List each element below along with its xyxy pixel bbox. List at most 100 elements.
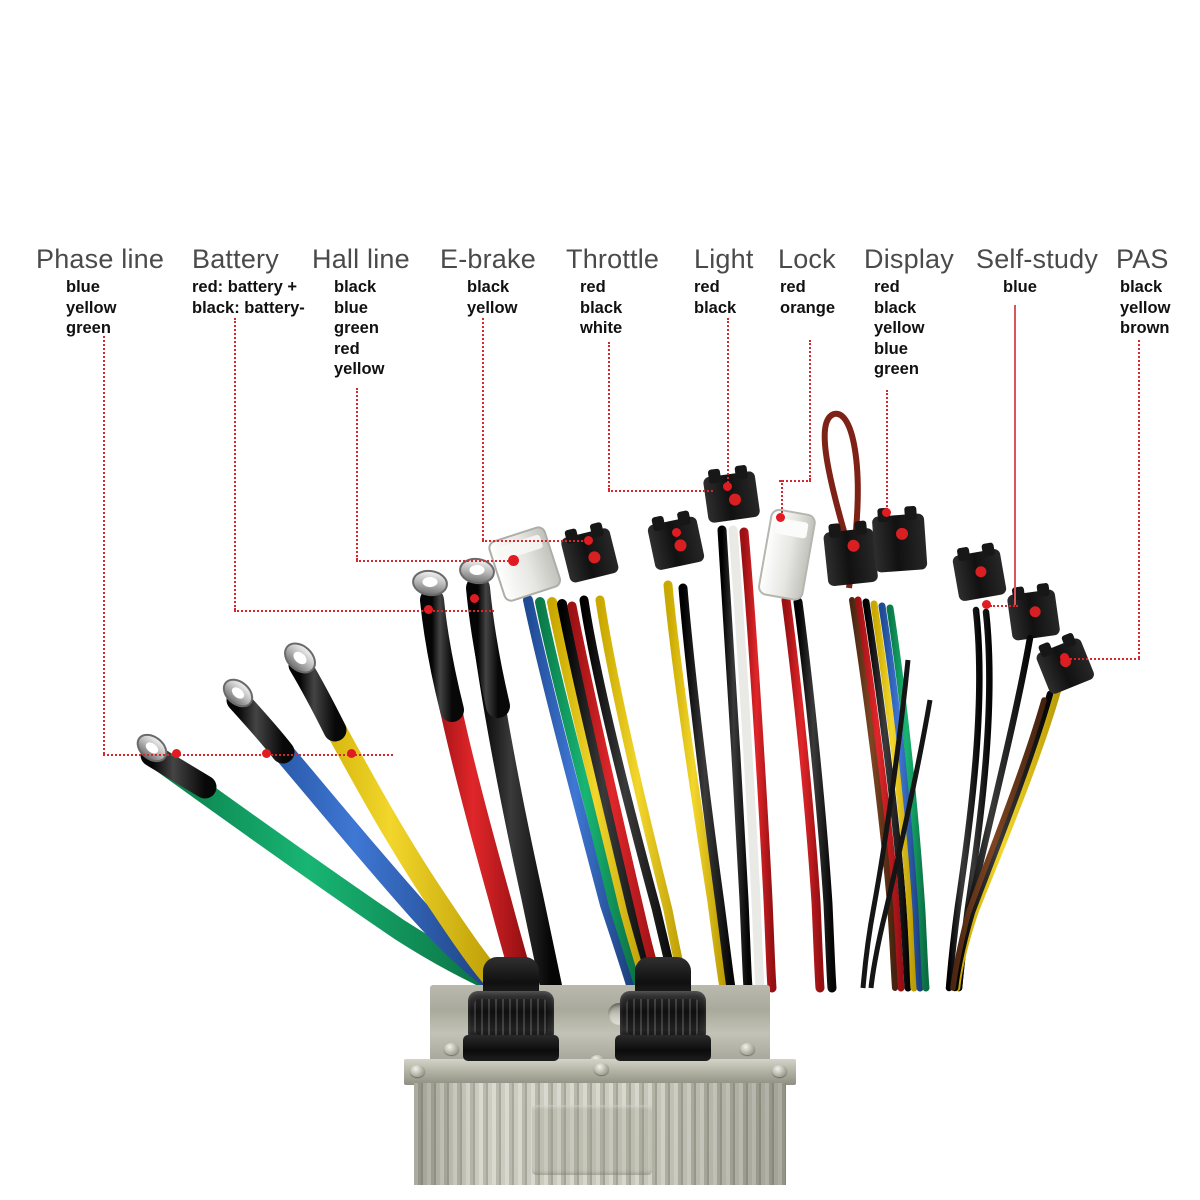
wire-color-item: blue: [66, 278, 100, 296]
heatsink-shading: [414, 1083, 786, 1185]
leader-pas-horizontal: [1066, 658, 1140, 660]
label-hall-line: Hall line black blue green red yellow: [312, 244, 410, 380]
leader-endpoint-battery: [424, 605, 433, 614]
label-wires-throttle: red black white: [566, 277, 659, 339]
leader-endpoint-self-study: [982, 600, 991, 609]
wire-color-item: yellow: [874, 319, 925, 337]
label-title-e-brake: E-brake: [440, 244, 536, 274]
label-wires-e-brake: black yellow: [440, 277, 536, 318]
label-wires-light: red black: [694, 277, 754, 318]
wire-color-item: blue: [334, 298, 368, 317]
label-self-study: Self-study blue: [976, 244, 1098, 298]
controller-screw: [444, 1043, 459, 1055]
label-wires-display: red black yellow blue green: [864, 277, 954, 380]
label-throttle: Throttle red black white: [566, 244, 659, 339]
label-display: Display red black yellow blue green: [864, 244, 954, 380]
label-lock: Lock red orange: [778, 244, 836, 318]
leader-battery-vertical: [234, 318, 236, 610]
leader-e-brake-vertical: [482, 318, 484, 540]
wire-color-item: red: [780, 278, 806, 296]
wire-color-item: black: [580, 298, 623, 317]
wire-color-item: yellow: [1120, 298, 1171, 317]
label-wires-pas: black yellow brown: [1116, 277, 1170, 339]
label-title-display: Display: [864, 244, 954, 274]
leader-throttle-horizontal: [608, 490, 713, 492]
label-wires-battery: red: battery + black: battery-: [192, 277, 305, 318]
label-title-throttle: Throttle: [566, 244, 660, 274]
label-wires-hall-line: black blue green red yellow: [312, 277, 410, 380]
leader-endpoint-battery-2: [470, 594, 479, 603]
housing-emboss: [532, 1105, 652, 1175]
wire-color-item: black: [467, 278, 510, 296]
wire-color-item: black: [694, 298, 737, 317]
controller-flange: [404, 1059, 796, 1085]
wire-color-item: black: [874, 298, 917, 317]
label-phase-line: Phase line blue yellow green: [36, 244, 164, 339]
label-title-lock: Lock: [778, 244, 836, 274]
wire-color-item: red: [334, 339, 360, 358]
label-light: Light red black: [694, 244, 754, 318]
label-title-pas: PAS: [1116, 244, 1169, 274]
wire-color-item: brown: [1120, 319, 1170, 337]
wire-color-item: red: [874, 278, 900, 296]
leader-endpoint-phase-line-3: [347, 749, 356, 758]
label-pas: PAS black yellow brown: [1116, 244, 1170, 339]
wire-color-item: green: [874, 360, 919, 378]
wire-color-item: yellow: [66, 298, 117, 317]
leader-self-study-horizontal: [990, 605, 1018, 607]
wire-color-item: orange: [780, 298, 836, 317]
leader-endpoint-lock: [776, 513, 785, 522]
wire-color-item: green: [66, 319, 111, 337]
wire-color-item: blue: [1003, 278, 1037, 296]
label-battery: Battery red: battery + black: battery-: [192, 244, 305, 318]
leader-hall-line-horizontal: [356, 560, 513, 562]
leader-self-study-vertical: [1014, 305, 1016, 605]
label-title-light: Light: [694, 244, 754, 274]
label-wires-lock: red orange: [778, 277, 836, 318]
leader-phase-line-vertical: [103, 336, 105, 754]
leader-endpoint-e-brake: [584, 536, 593, 545]
controller-heatsink: [414, 1083, 786, 1185]
label-title-hall-line: Hall line: [312, 244, 410, 274]
wire-color-item: yellow: [467, 298, 518, 317]
controller-screw: [772, 1065, 787, 1077]
controller-screw: [594, 1063, 609, 1075]
leader-endpoint-hall-line: [508, 555, 519, 566]
wire-color-item: yellow: [334, 360, 385, 378]
leader-hall-line-vertical: [356, 388, 358, 560]
leader-endpoint-pas: [1060, 653, 1069, 662]
wire-color-item: black: [334, 278, 377, 296]
leader-light-vertical: [727, 318, 729, 486]
leader-endpoint-phase-line: [172, 749, 181, 758]
leader-e-brake-horizontal: [482, 540, 587, 542]
label-title-phase-line: Phase line: [36, 244, 165, 274]
label-title-battery: Battery: [192, 244, 279, 274]
leader-display-vertical: [886, 390, 888, 510]
leader-phase-line-horizontal: [103, 754, 393, 756]
leader-pas-vertical: [1138, 340, 1140, 658]
label-title-self-study: Self-study: [976, 244, 1099, 274]
leader-endpoint-throttle: [672, 528, 681, 537]
wire-color-item: green: [334, 319, 379, 337]
wire-color-item: red: [694, 278, 720, 296]
leader-battery-horizontal: [234, 610, 494, 612]
label-wires-self-study: blue: [976, 277, 1098, 298]
motor-controller-body: [392, 957, 808, 1200]
controller-screw: [740, 1043, 755, 1055]
wire-color-item: black: [1120, 278, 1163, 296]
wire-color-item: red: battery +: [192, 278, 297, 296]
heatsink-fins: [414, 1083, 786, 1185]
controller-screw: [410, 1065, 425, 1077]
leader-endpoint-display: [882, 508, 891, 517]
leader-lock-horizontal: [779, 480, 811, 482]
leader-lock-vertical: [809, 340, 811, 480]
wire-color-item: black: battery-: [192, 298, 305, 317]
wire-color-item: red: [580, 278, 606, 296]
wire-color-item: blue: [874, 339, 908, 358]
leader-lock-vertical-2: [781, 480, 783, 516]
leader-endpoint-light: [723, 482, 732, 491]
leader-endpoint-phase-line-2: [262, 749, 271, 758]
leader-throttle-vertical: [608, 342, 610, 490]
